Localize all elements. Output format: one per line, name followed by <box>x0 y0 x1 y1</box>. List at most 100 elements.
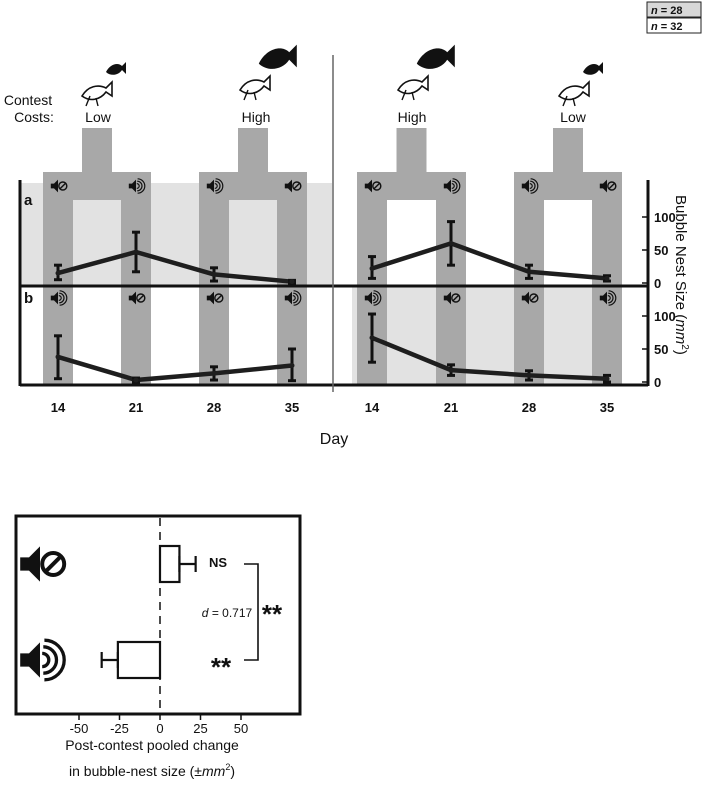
bracket-stem <box>396 128 427 174</box>
panel-a-point <box>604 275 610 281</box>
panel-a-point <box>369 265 375 271</box>
panel-c-xlabel-line1: Post-contest pooled change <box>65 737 239 753</box>
mute-slash <box>137 294 145 302</box>
fish-pair-icon <box>557 62 603 107</box>
sound-wave <box>41 651 51 669</box>
comparison-bracket <box>244 563 259 661</box>
cost-label-low-2: Low <box>560 109 587 125</box>
panel-b-point <box>211 370 217 376</box>
mute-circle <box>40 551 67 577</box>
panel-b-point <box>133 377 139 383</box>
fish-icons <box>80 44 603 107</box>
x-tick-label: 14 <box>365 400 380 415</box>
cost-label-high-2: High <box>398 109 427 125</box>
mute-circle <box>529 293 539 303</box>
panel-c-frame <box>14 514 302 716</box>
fish-pair-icon <box>80 62 126 107</box>
outline-fish <box>396 74 429 95</box>
y-axis-title: Bubble Nest Size (mm2) <box>672 195 690 355</box>
panel-a-point <box>55 270 61 276</box>
bracket-stem <box>238 128 268 174</box>
muted-speaker-icon <box>521 291 539 305</box>
shading-layer <box>20 128 622 384</box>
speaker-body <box>206 179 214 193</box>
sound-wave <box>44 638 66 682</box>
panel-c-x-tick-label: -50 <box>70 721 89 736</box>
mute-slash <box>530 294 538 302</box>
panel-a-y-tick-label: 50 <box>654 243 668 258</box>
x-tick-label: 21 <box>129 400 143 415</box>
dark-fish-body <box>258 44 297 69</box>
dark-fish <box>258 44 297 69</box>
panel-a-y-tick-label: 100 <box>654 210 676 225</box>
day-column <box>121 172 151 384</box>
data-lines <box>57 241 608 383</box>
error-bars <box>54 220 611 384</box>
speaker-body <box>521 179 529 193</box>
panel-a-point <box>211 271 217 277</box>
sound-wave <box>607 295 611 301</box>
panel-c-ns-label: NS <box>209 555 227 570</box>
mute-circle <box>607 181 617 191</box>
x-tick-label: 35 <box>285 400 299 415</box>
sound-wave <box>293 292 299 304</box>
mute-slash <box>293 182 301 190</box>
speaker-body <box>20 642 40 678</box>
panel-c-effect-size: d = 0.717 <box>202 606 253 620</box>
speaker-icon <box>364 290 382 306</box>
panel-a-y-tick-label: 0 <box>654 276 661 291</box>
sound-wave <box>59 290 68 306</box>
panel-b-window <box>387 287 436 384</box>
legend: n = 28 n = 32 <box>646 1 702 34</box>
panel-b-point <box>55 354 61 360</box>
mute-circle <box>292 181 302 191</box>
cost-label-high-1: High <box>242 109 271 125</box>
mute-circle <box>214 293 224 303</box>
bracket-stem <box>82 128 112 174</box>
muted-speaker-icon <box>50 179 68 193</box>
muted-speaker-icon <box>364 179 382 193</box>
speaker-body <box>128 291 136 305</box>
panel-c-x-tick-label: -25 <box>110 721 129 736</box>
panel-b-point <box>289 363 295 368</box>
speaker-body <box>20 546 40 582</box>
panel-c-x-tick-label: 50 <box>234 721 248 736</box>
speaker-body <box>521 291 529 305</box>
legend-box-1 <box>646 1 702 18</box>
mute-slash <box>59 182 67 190</box>
panel-c-comparison-sig: ** <box>262 599 283 629</box>
cost-label-low-1: Low <box>85 109 112 125</box>
panel-a-point <box>526 269 532 275</box>
panel-a-window <box>387 200 436 285</box>
panel-a-window <box>229 200 277 285</box>
outline-fish-fins <box>85 95 99 107</box>
outline-fish <box>80 80 113 101</box>
speaker-body <box>443 291 451 305</box>
panel-b-y-tick-label: 50 <box>654 342 668 357</box>
sound-wave <box>373 292 379 304</box>
speaker-icon <box>599 290 617 306</box>
sound-wave <box>608 290 617 306</box>
mute-slash <box>608 182 616 190</box>
speaker-body <box>599 179 607 193</box>
x-tick-label: 14 <box>51 400 66 415</box>
panel-b-point <box>448 367 454 373</box>
sound-wave <box>293 290 302 306</box>
panel-b-point <box>604 376 610 382</box>
speaker-icon <box>20 638 66 682</box>
panel-letter-a: a <box>24 192 33 209</box>
panel-c-bar <box>116 640 162 680</box>
speaker-body <box>50 291 58 305</box>
panel-a-window <box>544 200 592 285</box>
panel-a-window <box>73 200 121 285</box>
speaker-body <box>364 179 372 193</box>
legend-label-1: n = 28 <box>651 5 683 17</box>
sound-wave <box>59 292 65 304</box>
speaker-body <box>284 179 292 193</box>
panel-b-window <box>544 287 592 384</box>
panel-b-point <box>369 335 375 341</box>
muted-speaker-icon <box>599 179 617 193</box>
speaker-icons <box>50 178 617 306</box>
